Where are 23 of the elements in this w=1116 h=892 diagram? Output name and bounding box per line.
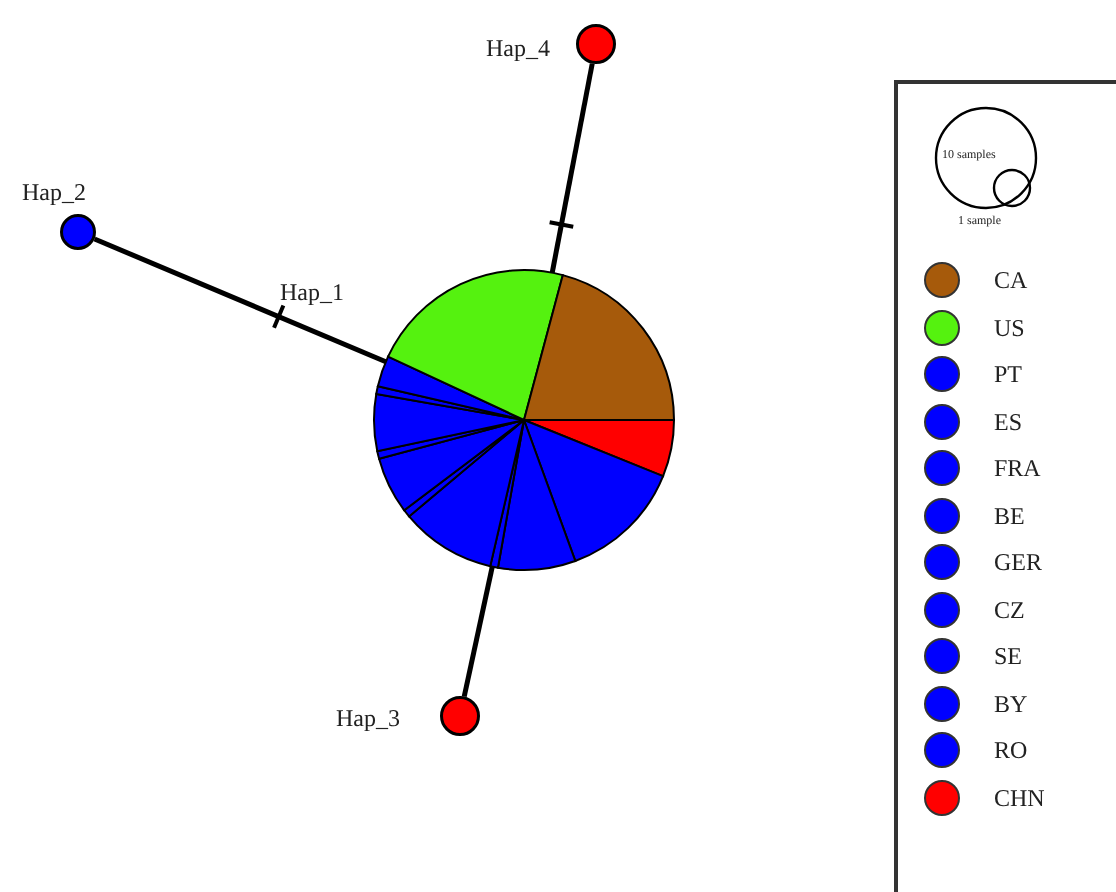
haplotype-label: Hap_3 (336, 704, 400, 732)
legend-label: GER (994, 546, 1042, 580)
haplotype-pie (374, 270, 674, 570)
haplotype-label: Hap_4 (486, 34, 550, 62)
haplotype-label: Hap_1 (280, 278, 344, 306)
network-link (549, 63, 595, 274)
legend-label: ES (994, 405, 1023, 439)
haplotype-label: Hap_2 (22, 178, 86, 206)
legend-label: RO (994, 734, 1028, 768)
haplotype-circle (576, 24, 616, 64)
legend-label: BE (994, 499, 1025, 533)
legend-label: US (994, 311, 1025, 345)
legend-label: SE (994, 640, 1023, 674)
legend-label: BY (994, 687, 1028, 721)
legend-label: CZ (994, 593, 1025, 627)
legend-label: CA (994, 264, 1028, 298)
haplotype-circle (440, 696, 480, 736)
network-link (461, 566, 495, 697)
legend-label: FRA (994, 452, 1041, 486)
legend-label: CHN (994, 781, 1045, 815)
legend-label: PT (994, 358, 1023, 392)
haplotype-circle (60, 214, 96, 250)
network-link (93, 236, 387, 365)
